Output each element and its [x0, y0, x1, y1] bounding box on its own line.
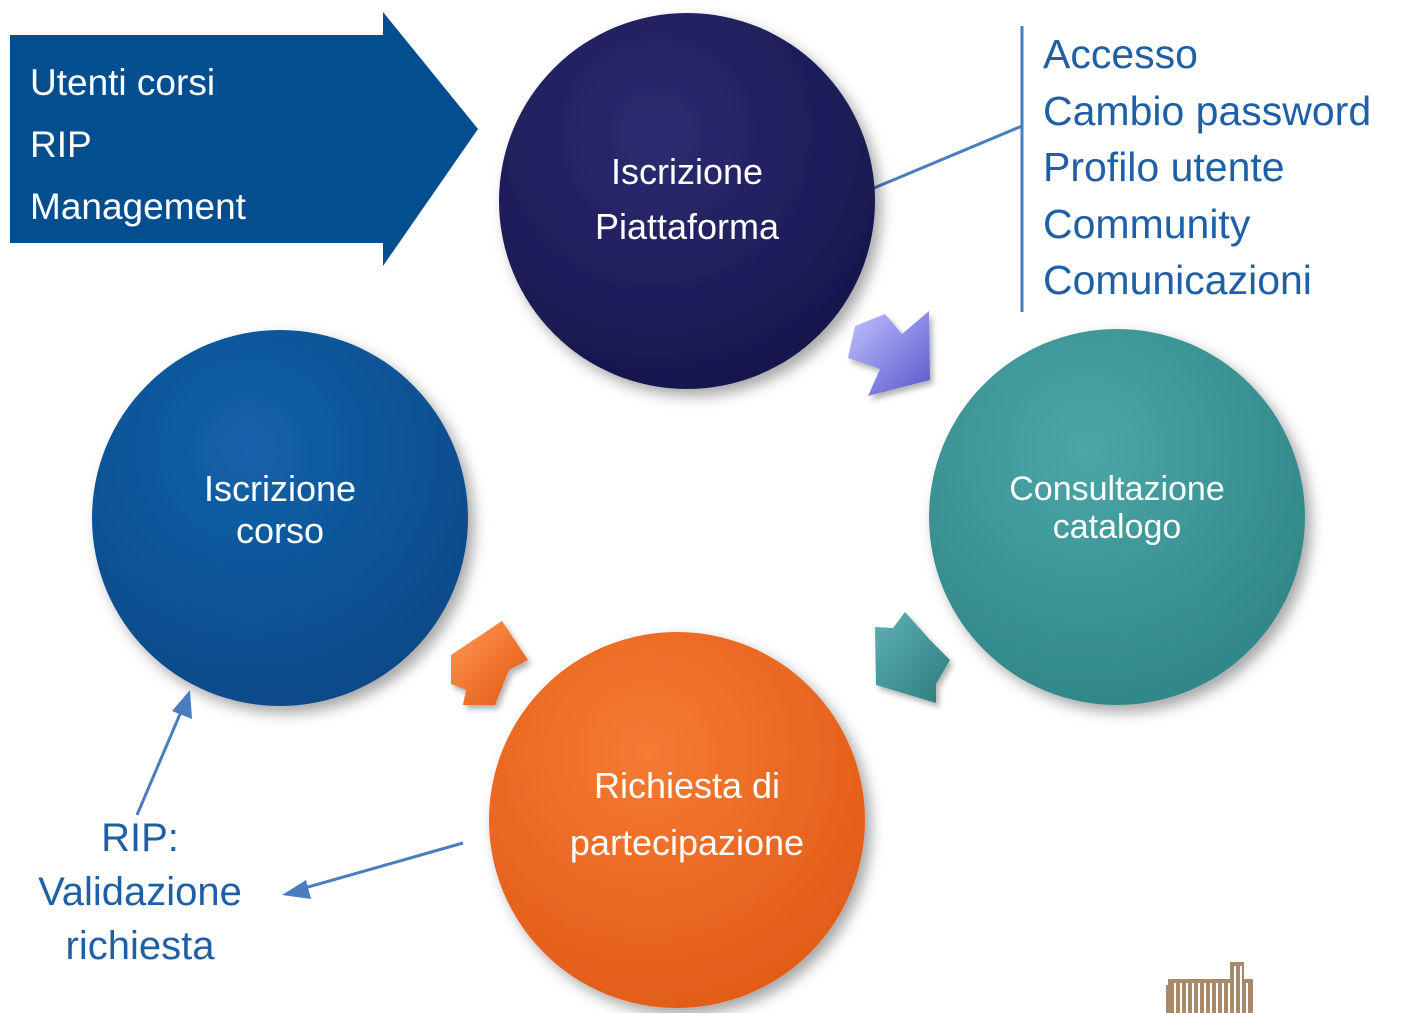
cycle-arrow-purple: [848, 311, 930, 396]
feature-item: Cambio password: [1043, 87, 1372, 134]
users-box-line: RIP: [30, 124, 92, 165]
request-to-validation-arrow: [293, 841, 464, 893]
platform-signup-label: Iscrizione Piattaforma: [537, 144, 837, 254]
cycle-arrow-orange: [451, 621, 528, 705]
feature-item: Profilo utente: [1043, 144, 1285, 190]
catalog-label-line1: Consultazione: [1009, 470, 1225, 508]
validation-to-course-arrowhead: [172, 690, 192, 719]
course-signup-label: Iscrizione corso: [130, 468, 430, 552]
participation-request-circle: [489, 632, 865, 1008]
catalog-label: Consultazione catalogo: [967, 470, 1267, 546]
users-arrow-shape: [10, 12, 478, 266]
catalog-label-line2: catalogo: [1052, 508, 1182, 546]
rip-note-line2: Validazione: [38, 870, 242, 914]
catalog-circle: [929, 329, 1305, 705]
feature-item: Community: [1043, 200, 1251, 247]
rip-note-line1: RIP:: [101, 816, 179, 860]
platform-signup-label-line2: Piattaforma: [594, 206, 780, 247]
participation-request-label-line2: partecipazione: [569, 822, 805, 863]
cycle-arrow-teal: [875, 612, 950, 703]
features-connector-line: [873, 124, 1023, 190]
features-list: Accesso Cambio password Profilo utente C…: [1043, 26, 1371, 309]
course-signup-circle: [92, 330, 468, 706]
rip-validation-note: RIP: Validazione richiesta: [10, 811, 270, 973]
participation-request-label-line1: Richiesta di: [593, 765, 781, 806]
request-to-validation-arrowhead: [282, 880, 311, 899]
course-signup-label-line2: corso: [235, 510, 325, 551]
platform-signup-circle: [499, 13, 875, 389]
course-signup-label-line1: Iscrizione: [203, 468, 357, 509]
feature-item: Comunicazioni: [1043, 257, 1312, 303]
logo-mark: [1166, 962, 1253, 1013]
rip-note-line3: richiesta: [65, 924, 215, 968]
feature-item: Accesso: [1043, 31, 1198, 77]
participation-request-label: Richiesta di partecipazione: [527, 757, 847, 871]
users-box-line: Utenti corsi: [30, 62, 216, 103]
users-box: Utenti corsi RIP Management: [30, 52, 246, 238]
users-box-line: Management: [30, 186, 246, 227]
platform-signup-label-line1: Iscrizione: [610, 151, 764, 192]
validation-to-course-arrow: [135, 699, 188, 816]
